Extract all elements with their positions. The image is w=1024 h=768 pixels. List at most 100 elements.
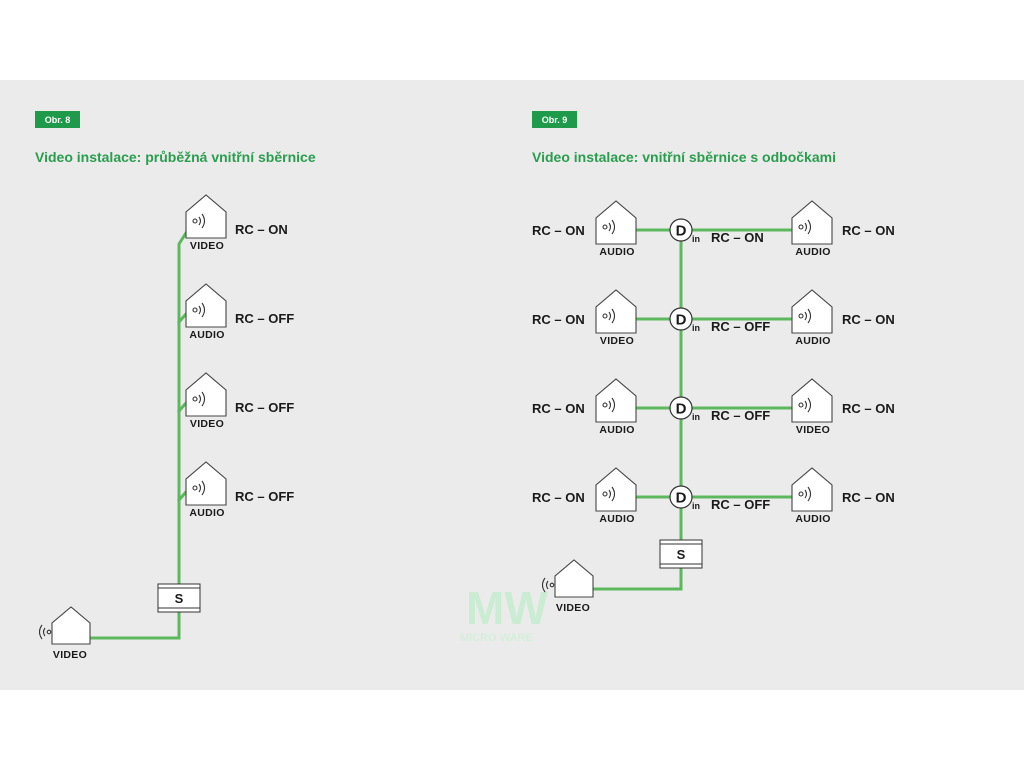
signal-waves-icon xyxy=(541,577,549,593)
indoor-station-icon xyxy=(185,372,227,417)
device-type-label: AUDIO xyxy=(189,329,224,341)
right-rc-setting-label: RC – ON xyxy=(842,223,895,238)
left-rc-setting-label: RC – ON xyxy=(532,401,585,416)
speaker-icon xyxy=(602,224,608,230)
distributor-sub-label: in xyxy=(692,234,700,244)
door-panel-icon xyxy=(554,559,594,598)
distributor-label: D xyxy=(676,401,687,418)
right-rc-setting-label: RC – ON xyxy=(842,312,895,327)
left-door-panel: VIDEO xyxy=(38,606,91,661)
device-type-label: AUDIO xyxy=(599,424,634,436)
figure-title-left: Video instalace: průběžná vnitřní sběrni… xyxy=(35,149,316,165)
rc-setting-label: RC – OFF xyxy=(235,489,294,504)
device-type-label: AUDIO xyxy=(599,513,634,525)
indoor-station-icon xyxy=(185,461,227,506)
left-device-row: AUDIO RC – OFF xyxy=(185,461,294,519)
right-indoor-station: AUDIO xyxy=(791,200,833,258)
speaker-icon xyxy=(602,491,608,497)
speaker-icon xyxy=(798,224,804,230)
left-indoor-station: AUDIO xyxy=(595,200,637,258)
device-type-label: AUDIO xyxy=(599,246,634,258)
indoor-station-icon xyxy=(595,467,637,512)
figure-badge-left-text: Obr. 8 xyxy=(45,115,71,125)
right-indoor-station: VIDEO xyxy=(791,378,833,436)
speaker-icon xyxy=(798,402,804,408)
indoor-station-icon xyxy=(595,200,637,245)
indoor-station: AUDIO xyxy=(185,461,227,519)
panel-label: VIDEO xyxy=(53,649,87,661)
indoor-station-icon xyxy=(595,378,637,423)
branch-rc-setting-label: RC – OFF xyxy=(711,497,770,512)
branch-rc-setting-label: RC – OFF xyxy=(711,408,770,423)
sound-waves-icon xyxy=(804,486,812,502)
speaker-icon xyxy=(192,485,198,491)
branch-rc-setting-label: RC – OFF xyxy=(711,319,770,334)
right-rc-setting-label: RC – ON xyxy=(842,401,895,416)
left-devices: VIDEO RC – ON AUDIO RC – OFF VIDEO RC – OFF AU… xyxy=(38,194,294,661)
left-indoor-station: VIDEO xyxy=(595,289,637,347)
right-power-supply: S xyxy=(659,539,703,569)
speaker-icon xyxy=(192,218,198,224)
left-bus-branch-3 xyxy=(176,400,189,414)
rc-setting-label: RC – OFF xyxy=(235,400,294,415)
supply-label: S xyxy=(175,591,184,606)
left-bus-wires xyxy=(88,230,189,640)
left-bus-main xyxy=(177,230,189,586)
distributor-icon xyxy=(669,396,693,420)
figure-badge-left xyxy=(35,111,80,128)
left-wire-supply-to-panel xyxy=(88,610,181,640)
sound-waves-icon xyxy=(198,391,206,407)
sound-waves-icon xyxy=(804,397,812,413)
right-wire-supply-to-panel xyxy=(593,566,683,591)
watermark-text: MICRO WARE xyxy=(460,632,533,644)
distributor-icon xyxy=(669,307,693,331)
left-rc-setting-label: RC – ON xyxy=(532,312,585,327)
speaker-icon xyxy=(602,313,608,319)
device-type-label: AUDIO xyxy=(189,507,224,519)
indoor-station: VIDEO xyxy=(185,372,227,430)
right-rc-setting-label: RC – ON xyxy=(842,490,895,505)
right-indoor-station: AUDIO xyxy=(791,467,833,525)
mic-icon xyxy=(46,629,52,635)
distributor-sub-label: in xyxy=(692,323,700,333)
figure-badge-right-text: Obr. 9 xyxy=(542,115,568,125)
left-bus-branch-2 xyxy=(176,311,189,325)
distributor-icon xyxy=(669,218,693,242)
right-indoor-station: AUDIO xyxy=(791,289,833,347)
left-device-row: VIDEO RC – ON xyxy=(185,194,288,252)
indoor-station-icon xyxy=(185,283,227,328)
distributor-sub-label: in xyxy=(692,412,700,422)
power-supply-box xyxy=(659,539,703,569)
watermark-logo: MW xyxy=(466,582,548,634)
distributor-sub-label: in xyxy=(692,501,700,511)
left-rc-setting-label: RC – ON xyxy=(532,490,585,505)
indoor-station-icon xyxy=(595,289,637,334)
speaker-icon xyxy=(798,491,804,497)
left-rc-setting-label: RC – ON xyxy=(532,223,585,238)
device-type-label: VIDEO xyxy=(190,418,224,430)
left-power-supply: S xyxy=(157,583,201,613)
distributor-label: D xyxy=(676,490,687,507)
indoor-station-icon xyxy=(791,378,833,423)
panel-label: VIDEO xyxy=(556,602,590,614)
left-indoor-station: AUDIO xyxy=(595,378,637,436)
branch-rc-setting-label: RC – ON xyxy=(711,230,764,245)
right-door-panel: VIDEO xyxy=(541,559,594,614)
signal-waves-icon xyxy=(38,624,46,640)
indoor-station: VIDEO xyxy=(185,194,227,252)
watermark: MW MICRO WARE xyxy=(460,582,548,644)
rc-setting-label: RC – ON xyxy=(235,222,288,237)
sound-waves-icon xyxy=(804,308,812,324)
device-type-label: AUDIO xyxy=(795,246,830,258)
